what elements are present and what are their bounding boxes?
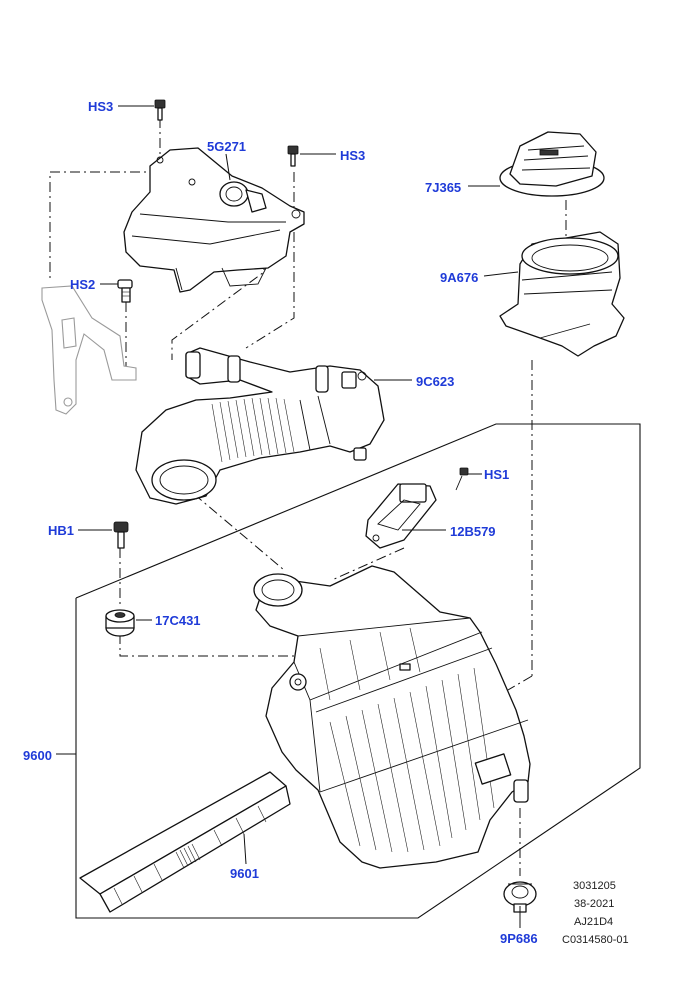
reference-number: 3031205 (573, 880, 616, 892)
housing-ribs (319, 627, 495, 853)
callout-hb1[interactable]: HB1 (48, 523, 75, 538)
screw-hs1 (455, 467, 469, 491)
callout-hs3-top[interactable]: HS3 (88, 99, 114, 114)
bolt-hs3-right (287, 145, 299, 167)
reference-drawing-id: C0314580-01 (562, 934, 629, 946)
callout-17c431[interactable]: 17C431 (155, 613, 201, 628)
intake-hose-9c623 (135, 347, 385, 505)
callout-9c623[interactable]: 9C623 (416, 374, 455, 389)
bolt-hs2 (117, 279, 133, 303)
air-cleaner-9600 (253, 565, 531, 869)
hose-corrugations (211, 397, 295, 463)
callout-9a676[interactable]: 9A676 (440, 270, 479, 285)
reference-code: 38-2021 (574, 898, 615, 910)
duct-9a676 (499, 231, 625, 357)
assembly-frame (75, 423, 641, 919)
callout-9601[interactable]: 9601 (230, 866, 259, 881)
bolt-hb1 (113, 521, 129, 549)
mounting-bracket-ghost (41, 285, 137, 415)
bolt-hs3-top (154, 99, 166, 121)
filter-element-9601 (79, 771, 291, 913)
filter-pleats (113, 805, 267, 905)
leader-lines (56, 105, 521, 928)
callout-hs2[interactable]: HS2 (70, 277, 96, 292)
callout-12b579[interactable]: 12B579 (450, 524, 496, 539)
callout-5g271[interactable]: 5G271 (207, 139, 247, 154)
callout-7j365[interactable]: 7J365 (425, 180, 462, 195)
callout-hs1[interactable]: HS1 (484, 467, 510, 482)
callout-9600[interactable]: 9600 (23, 748, 52, 763)
reference-model: AJ21D4 (574, 916, 614, 928)
callout-9p686[interactable]: 9P686 (500, 931, 538, 946)
resonator-5g271 (123, 147, 305, 293)
grommet-17c431 (105, 609, 135, 637)
mass-air-flow-sensor-12b579 (365, 483, 437, 549)
callout-hs3-right[interactable]: HS3 (340, 148, 366, 163)
cover-7j365 (499, 131, 605, 197)
